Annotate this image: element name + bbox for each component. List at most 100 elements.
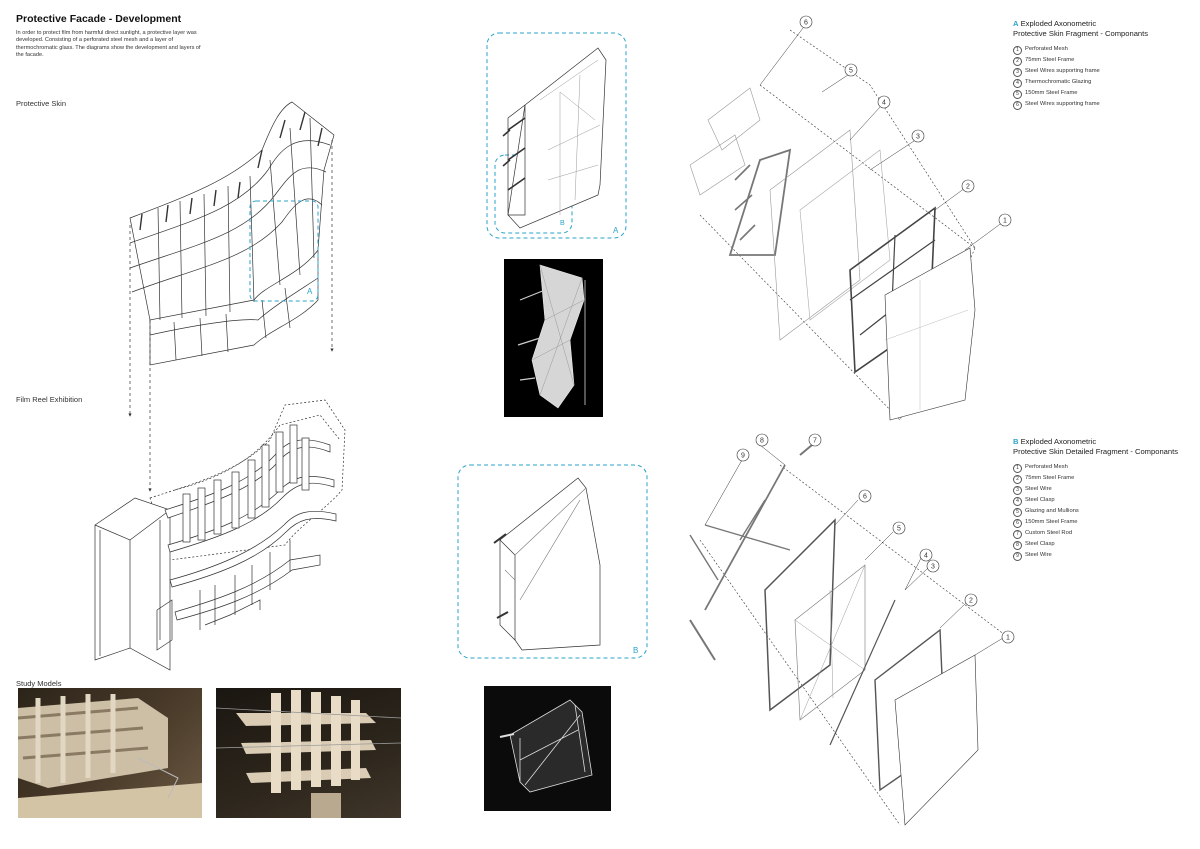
page-title: Protective Facade - Development xyxy=(16,13,182,25)
legend-b: B Exploded Axonometric Protective Skin D… xyxy=(1013,437,1178,561)
detail-a-drawing xyxy=(502,47,607,229)
label-study-models: Study Models xyxy=(16,679,62,688)
callout-a-box xyxy=(249,200,319,302)
detail-a-label: A xyxy=(613,226,619,235)
label-film-reel: Film Reel Exhibition xyxy=(16,395,83,404)
callout-b-number: 8 xyxy=(760,438,764,445)
film-reel-drawing xyxy=(94,399,346,671)
callout-a-number: 2 xyxy=(966,184,970,191)
legend-b-item-number: 1 xyxy=(1013,464,1022,473)
legend-b-line1: Exploded Axonometric xyxy=(1020,437,1097,446)
legend-b-item-label: Steel Wire xyxy=(1025,486,1052,492)
legend-b-item-number: 2 xyxy=(1013,475,1022,484)
callout-b-circle xyxy=(1001,630,1015,644)
callout-b-circle xyxy=(892,521,906,535)
legend-b-item-number: 9 xyxy=(1013,552,1022,561)
detail-b-small-label: B xyxy=(560,220,565,227)
callout-b-number: 5 xyxy=(897,526,901,533)
callout-a-number: 5 xyxy=(849,68,853,75)
legend-b-title-1: B Exploded Axonometric xyxy=(1013,437,1178,447)
detail-b-label: B xyxy=(633,646,639,655)
legend-a-item-label: 150mm Steel Frame xyxy=(1025,90,1078,96)
legend-b-item-label: Perforated Mesh xyxy=(1025,464,1068,470)
study-model-photo-2 xyxy=(216,688,401,818)
callout-a-circle xyxy=(877,95,891,109)
callout-b-circle xyxy=(736,448,750,462)
legend-b-item-label: 150mm Steel Frame xyxy=(1025,519,1078,525)
callout-b-circle xyxy=(919,548,933,562)
legend-a-line1: Exploded Axonometric xyxy=(1020,19,1097,28)
detail-b-box xyxy=(457,464,648,659)
legend-b-item-label: Custom Steel Rod xyxy=(1025,530,1073,536)
legend-b-item-label: Steel Wire xyxy=(1025,552,1052,558)
label-protective-skin: Protective Skin xyxy=(16,99,67,108)
legend-a-item-label: Thermochromatic Glazing xyxy=(1025,79,1092,85)
callout-a-number: 1 xyxy=(1003,218,1007,225)
legend-b-item-number: 4 xyxy=(1013,497,1022,506)
callout-b-number: 4 xyxy=(924,553,928,560)
callout-a-number: 3 xyxy=(916,134,920,141)
callout-b-circle xyxy=(964,593,978,607)
legend-a-title-1: A Exploded Axonometric xyxy=(1013,19,1148,29)
callout-b-number: 3 xyxy=(931,564,935,571)
callout-b-number: 7 xyxy=(813,438,817,445)
legend-a-item-label: 75mm Steel Frame xyxy=(1025,57,1075,63)
legend-a-letter: A xyxy=(1013,19,1019,28)
callout-a-label: A xyxy=(307,287,313,296)
exploded-axo-b xyxy=(689,444,1006,826)
legend-b-item-label: Steel Clasp xyxy=(1025,497,1055,503)
legend-a-item-number: 4 xyxy=(1013,79,1022,88)
legend-b-item-label: Glazing and Mullions xyxy=(1025,508,1079,514)
legend-a-item-label: Steel Wires supporting frame xyxy=(1025,68,1100,74)
legend-a-item-label: Perforated Mesh xyxy=(1025,46,1068,52)
legend-b-item-number: 3 xyxy=(1013,486,1022,495)
model-photo-a-drawing xyxy=(517,264,586,409)
legend-a-item-number: 1 xyxy=(1013,46,1022,55)
legend-a-item-number: 5 xyxy=(1013,90,1022,99)
legend-b-title-2: Protective Skin Detailed Fragment - Comp… xyxy=(1013,446,1179,456)
callout-a-circle xyxy=(961,179,975,193)
legend-a-item-number: 2 xyxy=(1013,57,1022,66)
callout-a-circle xyxy=(844,63,858,77)
callout-b-number: 9 xyxy=(741,453,745,460)
callout-b-number: 6 xyxy=(863,494,867,501)
legend-a-item-label: Steel Wires supporting frame xyxy=(1025,101,1100,107)
callouts-b: 8 7 9 6 5 43 2 1 xyxy=(736,433,1015,644)
callout-b-circle xyxy=(755,433,769,447)
legend-b-item-number: 5 xyxy=(1013,508,1022,517)
legend-b-item-label: 75mm Steel Frame xyxy=(1025,475,1075,481)
intro-text: In order to protect film from harmful di… xyxy=(16,30,201,59)
callout-a-circle xyxy=(911,129,925,143)
callout-a-circle xyxy=(998,213,1012,227)
legend-b-letter: B xyxy=(1013,437,1019,446)
model-photo-b-drawing xyxy=(499,699,593,793)
callout-b-circle xyxy=(808,433,822,447)
callout-b-circle xyxy=(926,559,940,573)
callout-b-number: 2 xyxy=(969,598,973,605)
exploded-axo-a xyxy=(689,27,1004,421)
legend-a-title-2: Protective Skin Fragment - Componants xyxy=(1013,28,1149,38)
legend-a: A Exploded Axonometric Protective Skin F… xyxy=(1013,19,1148,110)
callout-a-circle xyxy=(799,15,813,29)
callout-b-number: 1 xyxy=(1006,635,1010,642)
legend-a-item-number: 6 xyxy=(1013,101,1022,110)
